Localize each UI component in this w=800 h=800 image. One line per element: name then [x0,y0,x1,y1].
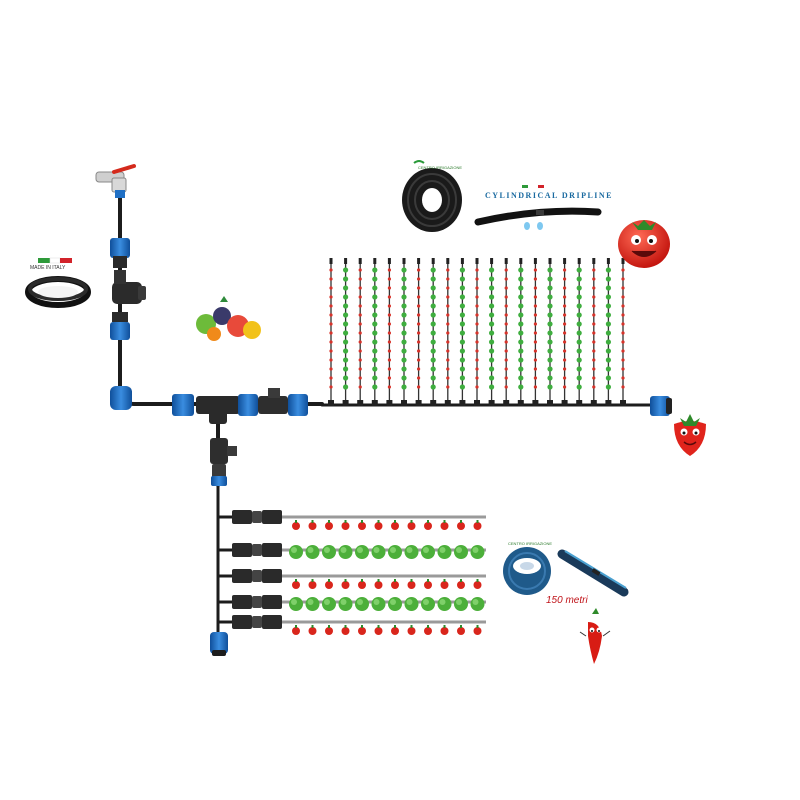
horizontal-drip-row [218,595,486,611]
vertical-drip-line [444,258,451,406]
filter-icon [112,270,146,304]
pipe-coil-icon [25,276,91,308]
drip-tape-roll-icon [503,547,551,595]
vertical-drip-lines [328,258,626,406]
fitting-blue-valve-right [288,394,308,416]
vertical-drip-line [488,258,495,406]
cylindrical-dripline-pipe [474,185,602,230]
fitting-blue-mid [110,312,130,340]
faucet-icon [95,164,136,198]
horizontal-drip-row [218,510,486,530]
cylindrical-dripline-label: CYLINDRICAL DRIPLINE [485,191,614,200]
tomato-mascot-icon [618,220,670,268]
vertical-drip-line [371,258,378,406]
vertical-drip-line [517,258,524,406]
vertical-drip-line [474,258,480,406]
vertical-drip-line [605,258,612,406]
fitting-blue-down [211,476,227,486]
vertical-drip-line [415,258,422,406]
chili-pepper-icon [579,608,611,664]
tape-length-label: 150 metri [546,595,588,606]
vertical-drip-line [620,258,626,406]
horizontal-drip-rows [218,510,486,635]
vertical-drip-line [430,258,437,406]
end-cap-main [650,396,672,416]
vegetables-group-icon [192,296,264,342]
ball-valve-icon [258,388,288,414]
strawberry-mascot-icon [674,414,706,456]
horizontal-drip-row [218,543,486,559]
brand-label-top: CENTRO IRRIGAZIONE [418,165,463,170]
end-cap-bottom [210,632,228,656]
vertical-drip-line [590,258,597,406]
made-in-italy-label: MADE IN ITALY [30,265,66,271]
drip-tape-strip [557,549,629,597]
horizontal-drip-row [218,615,486,635]
vertical-drip-line [401,258,407,406]
brand-label-bottom: CENTRO IRRIGAZIONE [508,541,553,546]
vertical-drip-line [386,258,393,406]
fitting-blue-left [172,394,194,416]
fitting-blue-tee-right [238,394,258,416]
pipe-roll-top-icon [402,160,462,232]
vertical-drip-line [342,258,349,406]
tee-fitting-icon [196,396,240,424]
vertical-drip-line [561,258,568,406]
vertical-drip-line [328,258,334,406]
fitting-blue-top [110,238,130,268]
elbow-fitting [110,386,132,410]
horizontal-drip-row [218,569,486,589]
italy-flag-left [38,257,72,264]
vertical-drip-line [503,258,510,406]
vertical-drip-line [547,258,553,406]
vertical-drip-line [459,258,466,406]
vertical-drip-line [576,258,583,406]
ball-valve-down [210,438,237,478]
vertical-drip-line [532,258,539,406]
vertical-drip-line [357,258,364,406]
